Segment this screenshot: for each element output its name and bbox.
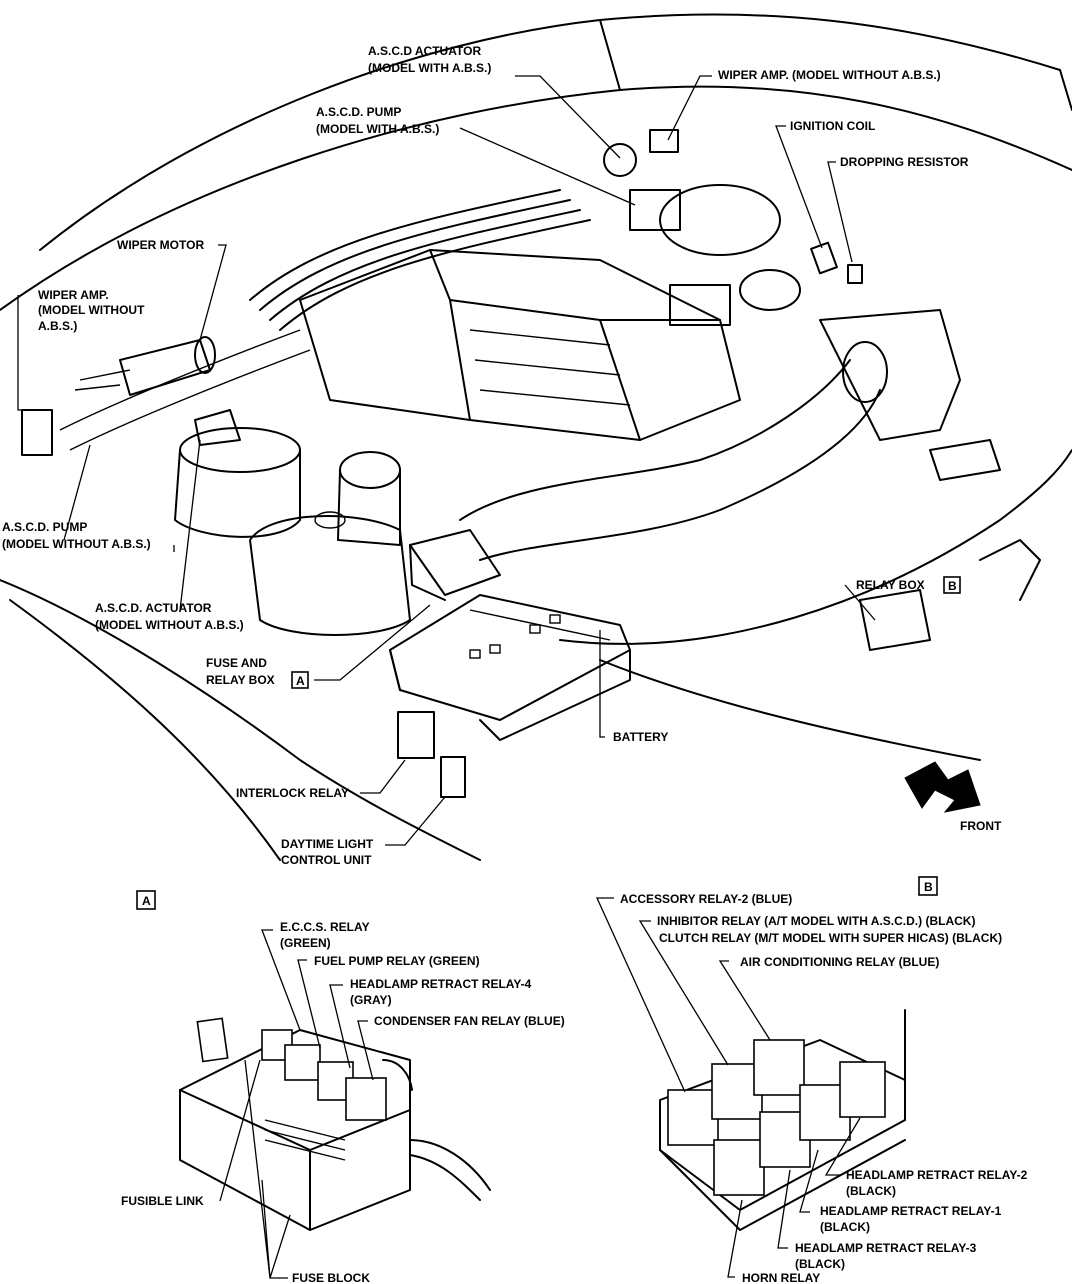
wiper-amp-left-sublabel-2: A.B.S.) [38, 319, 77, 333]
relay-box-b-illustration [659, 1009, 906, 1231]
box-a-section-marker: A [136, 890, 156, 910]
wiper-amp-left-sublabel-1: (MODEL WITHOUT [38, 303, 145, 317]
fuel-pump-relay-label: FUEL PUMP RELAY (GREEN) [314, 954, 480, 968]
fuse-block-label: FUSE BLOCK [292, 1271, 370, 1284]
headlamp-retract-3-label: HEADLAMP RETRACT RELAY-3 [795, 1241, 977, 1255]
ascd-actuator-abs-label: A.S.C.D ACTUATOR [368, 44, 481, 58]
eccs-relay-sublabel: (GREEN) [280, 936, 331, 950]
box-a-marker: A [291, 671, 309, 689]
ascd-pump-noabs-sublabel: (MODEL WITHOUT A.B.S.) [2, 537, 151, 551]
box-b-section-letter: B [924, 880, 933, 894]
headlamp-retract-1-sublabel: (BLACK) [820, 1220, 870, 1234]
eccs-relay-label: E.C.C.S. RELAY [280, 920, 370, 934]
dropping-resistor-label: DROPPING RESISTOR [840, 155, 969, 169]
box-a-section-letter: A [142, 894, 151, 908]
clutch-relay-label: CLUTCH RELAY (M/T MODEL WITH SUPER HICAS… [659, 931, 1002, 945]
front-label: FRONT [960, 819, 1002, 833]
box-b-marker-letter: B [948, 579, 957, 593]
ignition-coil-label: IGNITION COIL [790, 119, 875, 133]
horn-relay-label: HORN RELAY [742, 1271, 820, 1284]
fuse-relay-box-sublabel: RELAY BOX [206, 673, 275, 687]
battery-label: BATTERY [613, 730, 668, 744]
headlamp-retract-3-sublabel: (BLACK) [795, 1257, 845, 1271]
fuse-relay-box-label: FUSE AND [206, 656, 267, 670]
ascd-pump-noabs-label: A.S.C.D. PUMP [2, 520, 87, 534]
relay-box-label: RELAY BOX [856, 578, 925, 592]
headlamp-retract-4-label: HEADLAMP RETRACT RELAY-4 [350, 977, 532, 991]
interlock-relay-label: INTERLOCK RELAY [236, 786, 349, 800]
ascd-actuator-noabs-label: A.S.C.D. ACTUATOR [95, 601, 212, 615]
fusible-link-label: FUSIBLE LINK [121, 1194, 204, 1208]
fuse-relay-box-a-illustration [179, 1017, 491, 1231]
air-conditioning-relay-label: AIR CONDITIONING RELAY (BLUE) [740, 955, 939, 969]
inhibitor-relay-label: INHIBITOR RELAY (A/T MODEL WITH A.S.C.D.… [657, 914, 975, 928]
headlamp-retract-2-label: HEADLAMP RETRACT RELAY-2 [846, 1168, 1028, 1182]
headlamp-retract-2-sublabel: (BLACK) [846, 1184, 896, 1198]
ascd-pump-abs-sublabel: (MODEL WITH A.B.S.) [316, 122, 439, 136]
condenser-fan-relay-label: CONDENSER FAN RELAY (BLUE) [374, 1014, 565, 1028]
box-b-marker: B [943, 576, 961, 594]
wiper-amp-top-label: WIPER AMP. (MODEL WITHOUT A.B.S.) [718, 68, 941, 82]
ascd-pump-abs-label: A.S.C.D. PUMP [316, 105, 401, 119]
leader-lines [17, 75, 876, 1279]
engine-compartment-illustration [0, 13, 1072, 861]
accessory-relay-2-label: ACCESSORY RELAY-2 (BLUE) [620, 892, 792, 906]
wiper-amp-left-label: WIPER AMP. [38, 288, 109, 302]
box-a-marker-letter: A [296, 674, 305, 688]
headlamp-retract-1-label: HEADLAMP RETRACT RELAY-1 [820, 1204, 1002, 1218]
daytime-light-label: DAYTIME LIGHT [281, 837, 374, 851]
daytime-light-sublabel: CONTROL UNIT [281, 853, 372, 867]
box-b-section-marker: B [918, 876, 938, 896]
wiper-motor-label: WIPER MOTOR [117, 238, 204, 252]
ascd-actuator-abs-sublabel: (MODEL WITH A.B.S.) [368, 61, 491, 75]
ascd-actuator-noabs-sublabel: (MODEL WITHOUT A.B.S.) [95, 618, 244, 632]
headlamp-retract-4-sublabel: (GRAY) [350, 993, 392, 1007]
